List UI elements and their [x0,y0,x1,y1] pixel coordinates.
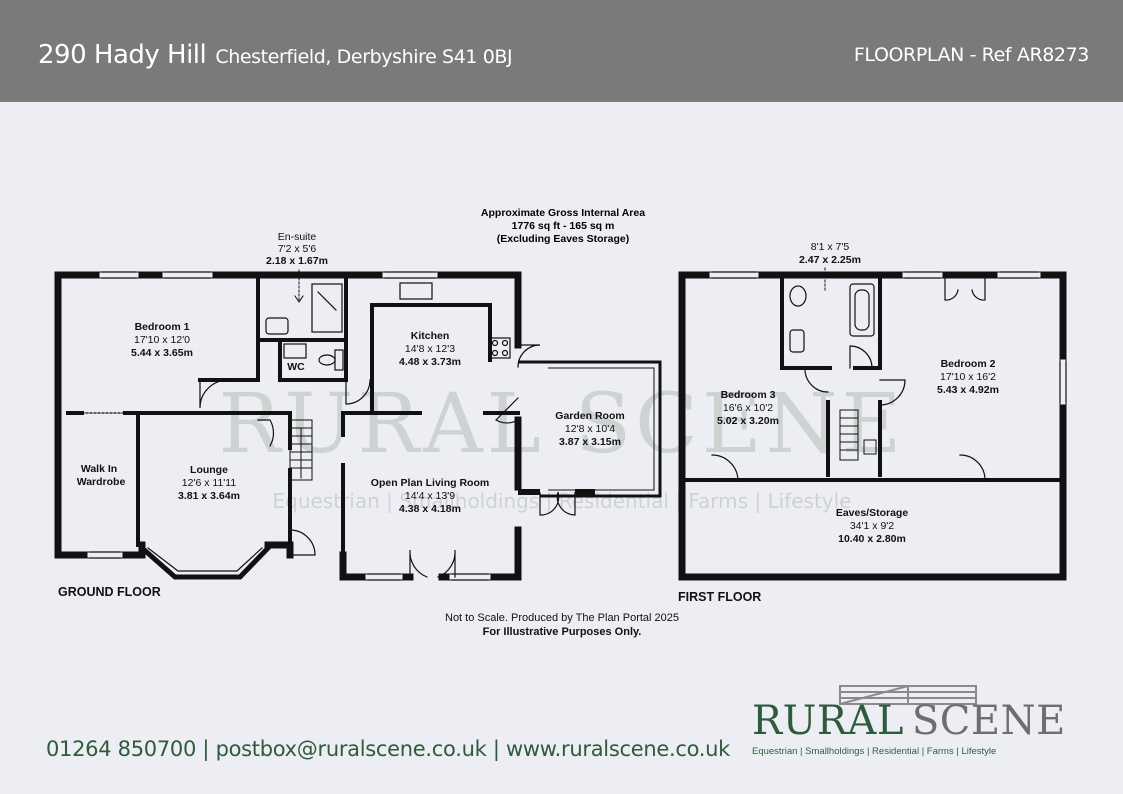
floor-labels: GROUND FLOOR FIRST FLOOR [58,585,761,604]
svg-text:3.87 x 3.15m: 3.87 x 3.15m [559,436,621,448]
svg-text:Eaves/Storage: Eaves/Storage [836,507,909,519]
disclaimer-line-2: For Illustrative Purposes Only. [483,626,642,638]
room-lounge: Lounge 12'6 x 11'11 3.81 x 3.64m [178,464,240,502]
footer-contact-details[interactable]: 01264 850700 | postbox@ruralscene.co.uk … [46,737,731,761]
svg-text:17'10 x 12'0: 17'10 x 12'0 [134,334,190,346]
svg-text:5.02 x 3.20m: 5.02 x 3.20m [717,415,779,427]
area-value: 1776 sq ft - 165 sq m [512,220,615,232]
gross-internal-area: Approximate Gross Internal Area 1776 sq … [481,207,645,245]
area-title: Approximate Gross Internal Area [481,207,645,219]
logo-word-rural: RURAL [752,698,904,744]
watermark: RURAL SCENE Equestrian | Smallholdings |… [219,377,906,513]
svg-text:En-suite: En-suite [278,231,317,243]
room-walk-in-wardrobe: Walk In Wardrobe [77,463,126,488]
svg-text:12'8 x 10'4: 12'8 x 10'4 [565,423,615,435]
address-town: Chesterfield, Derbyshire S41 0BJ [215,46,513,68]
address-street: 290 Hady Hill [38,40,207,70]
disclaimer: Not to Scale. Produced by The Plan Porta… [445,612,679,638]
room-eaves-storage: Eaves/Storage 34'1 x 9'2 10.40 x 2.80m [836,507,909,545]
page-header: 290 Hady Hill Chesterfield, Derbyshire S… [0,0,1123,102]
room-bedroom-3: Bedroom 3 16'6 x 10'2 5.02 x 3.20m [717,389,779,427]
svg-text:Wardrobe: Wardrobe [77,476,126,488]
svg-text:Lounge: Lounge [190,464,228,476]
svg-text:2.47 x 2.25m: 2.47 x 2.25m [799,254,861,266]
svg-text:WC: WC [287,361,305,373]
room-bedroom-2: Bedroom 2 17'10 x 16'2 5.43 x 4.92m [937,358,999,396]
svg-text:17'10 x 16'2: 17'10 x 16'2 [940,371,996,383]
svg-text:5.43 x 4.92m: 5.43 x 4.92m [937,384,999,396]
svg-text:Bedroom 1: Bedroom 1 [135,321,190,333]
first-floor-plan [678,267,1067,581]
ground-floor-label: GROUND FLOOR [58,585,161,599]
disclaimer-line-1: Not to Scale. Produced by The Plan Porta… [445,612,679,624]
svg-text:Bedroom 3: Bedroom 3 [721,389,776,401]
gate-icon [839,685,977,705]
svg-text:4.48 x 3.73m: 4.48 x 3.73m [399,356,461,368]
area-note: (Excluding Eaves Storage) [497,233,629,245]
svg-text:Open Plan Living Room: Open Plan Living Room [371,477,489,489]
room-open-plan-living: Open Plan Living Room 14'4 x 13'9 4.38 x… [371,477,489,515]
svg-text:Walk In: Walk In [81,463,117,475]
svg-text:Garden Room: Garden Room [555,410,624,422]
first-floor-label: FIRST FLOOR [678,590,761,604]
svg-text:8'1 x 7'5: 8'1 x 7'5 [811,241,850,253]
garden-room-plan [518,360,662,516]
logo-word-scene: SCENE [911,698,1066,744]
ground-floor-plan [54,269,541,581]
svg-text:10.40 x 2.80m: 10.40 x 2.80m [838,533,906,545]
svg-text:14'4 x 13'9: 14'4 x 13'9 [405,490,455,502]
room-kitchen: Kitchen 14'8 x 12'3 4.48 x 3.73m [399,330,461,368]
svg-text:Kitchen: Kitchen [411,330,450,342]
svg-text:16'6 x 10'2: 16'6 x 10'2 [723,402,773,414]
floorplan-reference: FLOORPLAN - Ref AR8273 [853,44,1089,66]
property-address: 290 Hady Hill Chesterfield, Derbyshire S… [38,40,513,70]
room-wc: WC [287,361,305,373]
watermark-name: RURAL SCENE [219,377,906,472]
svg-text:12'6 x 11'11: 12'6 x 11'11 [182,477,237,489]
svg-text:7'2 x 5'6: 7'2 x 5'6 [278,243,317,255]
svg-text:4.38 x 4.18m: 4.38 x 4.18m [399,503,461,515]
room-bedroom-1: Bedroom 1 17'10 x 12'0 5.44 x 3.65m [131,321,193,359]
svg-text:Bedroom 2: Bedroom 2 [941,358,996,370]
svg-text:14'8 x 12'3: 14'8 x 12'3 [405,343,455,355]
room-ensuite: En-suite 7'2 x 5'6 2.18 x 1.67m [266,231,328,267]
svg-text:2.18 x 1.67m: 2.18 x 1.67m [266,255,328,267]
svg-text:3.81 x 3.64m: 3.81 x 3.64m [178,490,240,502]
svg-text:5.44 x 3.65m: 5.44 x 3.65m [131,347,193,359]
svg-text:34'1 x 9'2: 34'1 x 9'2 [850,520,894,532]
logo-tagline: Equestrian | Smallholdings | Residential… [752,746,997,757]
room-garden-room: Garden Room 12'8 x 10'4 3.87 x 3.15m [555,410,624,448]
room-labels: En-suite 7'2 x 5'6 2.18 x 1.67m Bedroom … [77,231,999,545]
room-bathroom-first: 8'1 x 7'5 2.47 x 2.25m [799,241,861,266]
